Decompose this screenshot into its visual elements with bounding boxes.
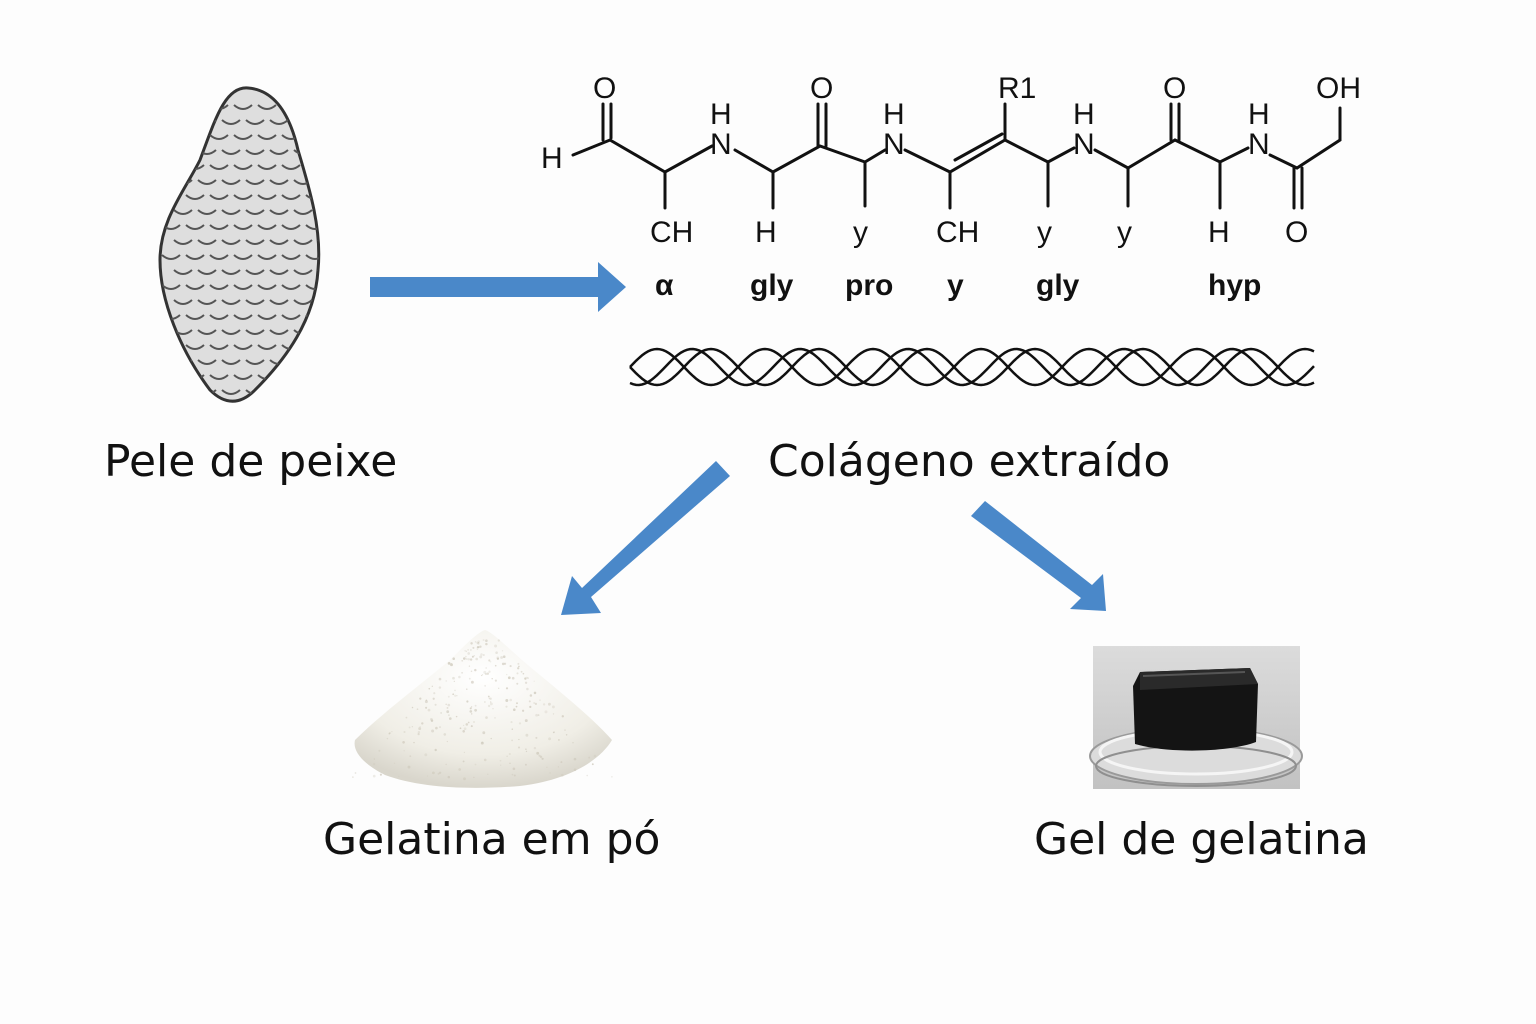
triple-helix-icon — [629, 347, 1315, 387]
collagen-structure — [571, 102, 1342, 210]
atom-label: CH — [936, 216, 979, 249]
atom-label: O — [1163, 72, 1186, 105]
atom-label: H — [541, 142, 563, 175]
atom-label: H — [1073, 98, 1095, 131]
residue-label: α — [655, 269, 674, 302]
fish-skin-label: Pele de peixe — [104, 436, 398, 487]
atom-label: N — [883, 128, 905, 161]
atom-label: H — [755, 216, 777, 249]
atom-label: OH — [1316, 72, 1361, 105]
residue-label: pro — [845, 269, 893, 302]
atom-label: H — [883, 98, 905, 131]
residue-label: hyp — [1208, 269, 1261, 302]
atom-label: O — [810, 72, 833, 105]
atom-label: y — [1037, 216, 1052, 249]
atom-label: H — [1208, 216, 1230, 249]
atom-label: H — [1248, 98, 1270, 131]
arrow-down-right-icon — [971, 501, 1106, 611]
residue-label: y — [947, 269, 964, 302]
atom-label: R1 — [998, 72, 1036, 105]
atom-label: O — [1285, 216, 1308, 249]
atom-label: N — [1248, 128, 1270, 161]
residue-label: gly — [750, 269, 794, 302]
atom-label: y — [853, 216, 868, 249]
atom-label: O — [593, 72, 616, 105]
collagen-label: Colágeno extraído — [768, 436, 1171, 487]
atom-label: H — [710, 98, 732, 131]
atom-label: N — [710, 128, 732, 161]
molecule-atoms: O H H N O H N R1 H N O H N OH CH H y CH … — [541, 72, 1361, 249]
atom-label: N — [1073, 128, 1095, 161]
atom-label: y — [1117, 216, 1132, 249]
powder-gelatin-label: Gelatina em pó — [323, 814, 661, 865]
powder-pile-icon — [352, 630, 613, 788]
atom-label: CH — [650, 216, 693, 249]
residue-label: gly — [1036, 269, 1080, 302]
arrow-right-icon — [370, 262, 626, 312]
gel-cube-icon — [1089, 646, 1303, 789]
amino-acid-labels: α gly pro y gly hyp — [655, 269, 1261, 302]
arrow-down-left-icon — [561, 461, 730, 615]
gelatin-gel-label: Gel de gelatina — [1034, 814, 1369, 865]
fish-skin-icon — [158, 86, 321, 403]
